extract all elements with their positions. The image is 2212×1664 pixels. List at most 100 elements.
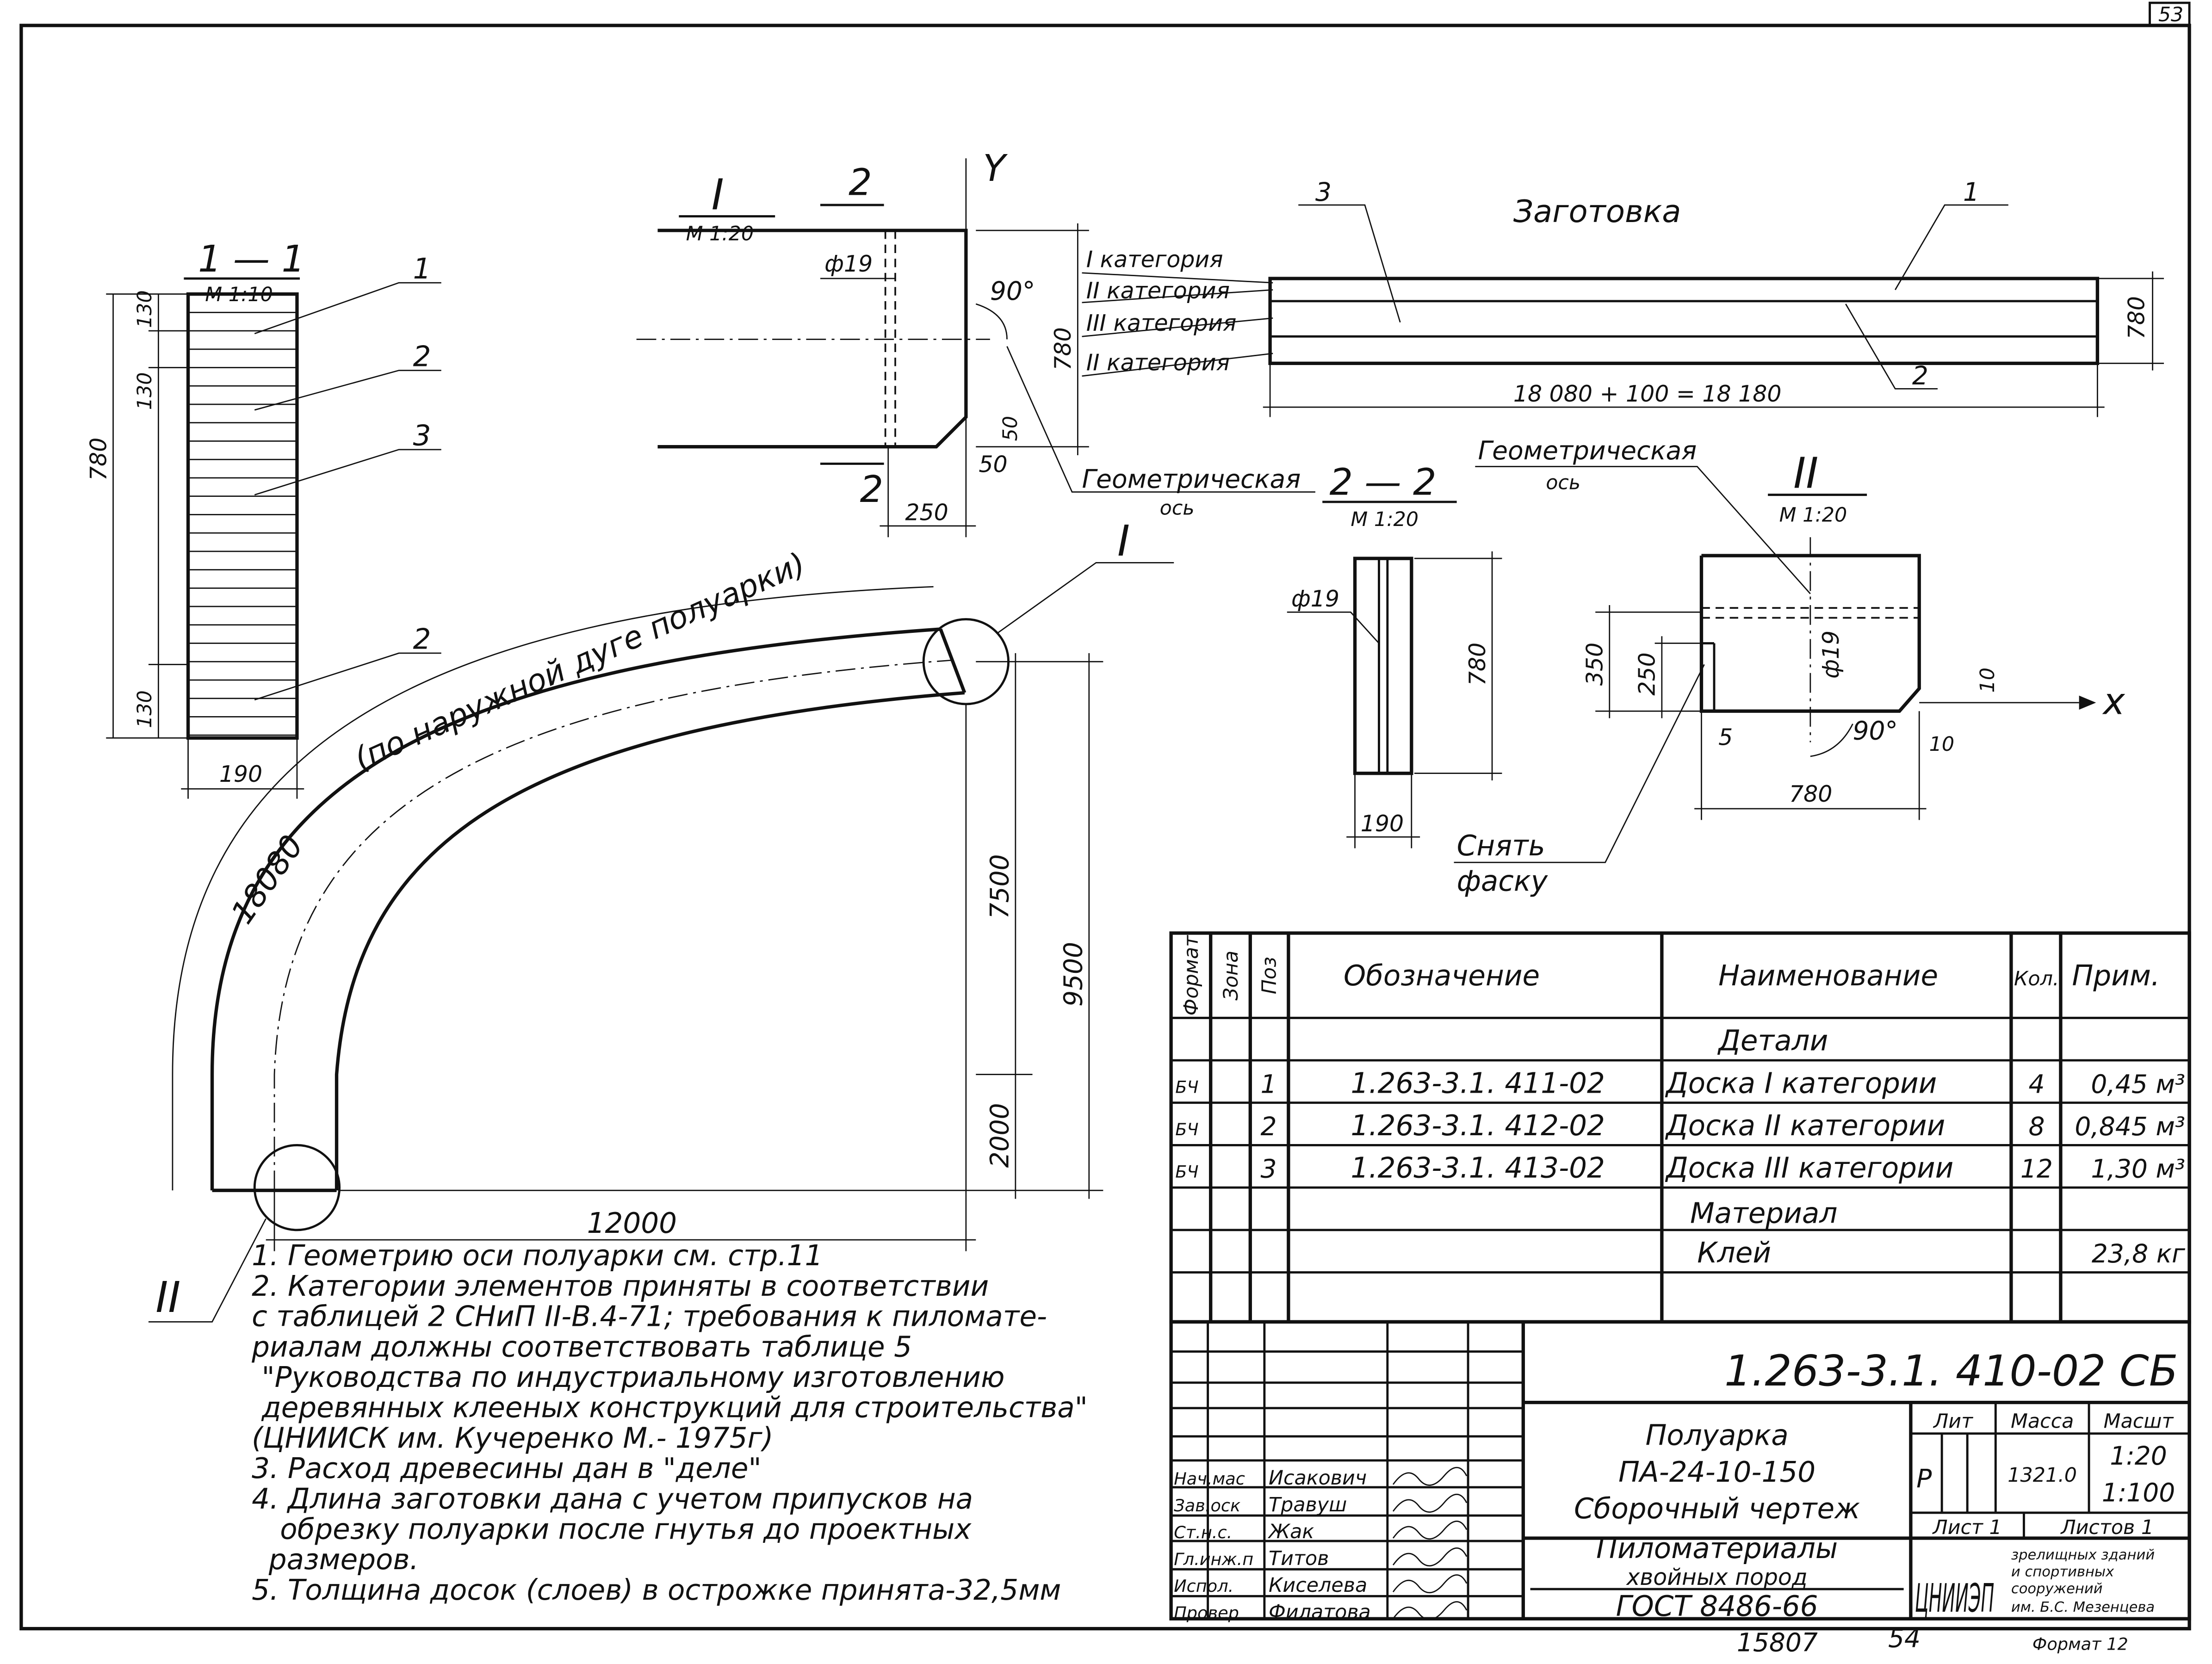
row-designation: 1.263-3.1. 412-02: [1351, 1109, 1605, 1142]
section-material: Материал: [1690, 1197, 1837, 1230]
dim-5: 5: [1718, 724, 1733, 751]
geom-axis-label-2b: ось: [1546, 471, 1580, 494]
staff-role: Нач.мас: [1174, 1469, 1245, 1489]
scale-label: Масшт: [2104, 1410, 2174, 1433]
drawing-frame: [19, 24, 2191, 1631]
category-3: III категория: [1086, 310, 1237, 336]
scale-2: 1:100: [2102, 1478, 2175, 1508]
dim-9500: 9500: [1059, 942, 1088, 1007]
row-qty: 4: [2028, 1069, 2045, 1099]
staff-name: Киселева: [1269, 1574, 1367, 1597]
row-pos: 1: [1261, 1069, 1277, 1099]
note-line: 2. Категории элементов приняты в соответ…: [252, 1270, 989, 1303]
dim-chamfer-h: 50: [979, 452, 1007, 478]
geom-axis-label-1b: ось: [1160, 496, 1195, 520]
row-name: Доска I категории: [1665, 1067, 1937, 1100]
dim-layer-bottom: 130: [133, 690, 156, 728]
callout-I: I: [1117, 516, 1130, 566]
drawing-name-3: Сборочный чертеж: [1574, 1492, 1860, 1525]
note-line: 4. Длина заготовки дана с учетом припуск…: [252, 1483, 973, 1516]
header-1: Зона: [1220, 951, 1243, 1001]
dim-layer-second: 130: [133, 372, 156, 410]
geom-axis-label-1: Геометрическая: [1082, 464, 1301, 494]
header-note: Прим.: [2072, 959, 2160, 992]
leader-2: 2: [1912, 361, 1928, 390]
geom-axis-label-2: Геометрическая: [1478, 436, 1697, 465]
arch-axis: [273, 659, 952, 1191]
row-note: 0,845 м³: [2075, 1112, 2185, 1141]
material-3: ГОСТ 8486-66: [1616, 1590, 1818, 1623]
material-1: Пиломатериалы: [1596, 1532, 1838, 1565]
page-number: 54: [1888, 1623, 1921, 1653]
title-block: 1.263-3.1. 410-02 СБПолуаркаПА-24-10-150…: [1169, 1320, 2191, 1624]
dim-7500: 7500: [985, 854, 1015, 919]
sheet-number-box: [2149, 1, 2191, 27]
note-line: обрезку полуарки после гнутья до проектн…: [280, 1513, 972, 1546]
section-details: Детали: [1717, 1025, 1828, 1058]
angle: 90°: [990, 276, 1035, 306]
material-2: хвойных пород: [1626, 1564, 1808, 1590]
chamfer-note: Снять: [1457, 829, 1545, 862]
format-label: Формат 12: [2032, 1634, 2128, 1654]
staff-name: Жак: [1267, 1520, 1314, 1543]
dim-width: 780: [1789, 781, 1832, 807]
chamfer-note-2: фаску: [1457, 865, 1548, 897]
staff-role: Зав.оск: [1174, 1496, 1240, 1516]
section-2-2: 2 — 2 М 1:20 ф19 780 190: [1287, 461, 1502, 848]
board-layers: [188, 312, 297, 736]
axis-x: x: [2102, 680, 2125, 723]
note-line: размеров.: [268, 1543, 419, 1576]
row-pos: 2: [1261, 1112, 1277, 1141]
row-qty: 8: [2028, 1112, 2045, 1141]
section-title: 2 — 2: [1329, 461, 1436, 504]
row-pos: 3: [1261, 1154, 1277, 1184]
section-title: 1 — 1: [198, 237, 305, 280]
signature: [1392, 1494, 1468, 1513]
staff-name: Травуш: [1269, 1493, 1347, 1516]
section-scale: М 1:20: [1351, 508, 1419, 531]
sheets-label: Листов 1: [2060, 1516, 2154, 1539]
hole-dia: ф19: [1291, 586, 1339, 612]
staff-name: Филатова: [1269, 1601, 1371, 1624]
hole-dia: ф19: [1818, 631, 1844, 679]
view-title: II: [1793, 448, 1818, 498]
view-scale: М 1:20: [686, 223, 754, 246]
lit-label: Лит: [1933, 1410, 1973, 1433]
header-designation: Обозначение: [1344, 959, 1540, 992]
row-qty: 12: [2020, 1154, 2053, 1184]
staff-name: Исакович: [1269, 1466, 1367, 1490]
arch-inner-edge: [335, 691, 965, 1191]
category-2: II категория: [1086, 278, 1230, 304]
blank-title: Заготовка: [1513, 193, 1681, 229]
row-designation: 1.263-3.1. 413-02: [1351, 1152, 1605, 1185]
view-title: I: [712, 170, 724, 219]
leader-3: 3: [413, 420, 431, 452]
dim-height: 780: [1050, 327, 1076, 370]
note-line: с таблицей 2 СНиП II-В.4-71; требования …: [252, 1300, 1047, 1333]
signature: [1392, 1521, 1468, 1540]
header-0: Формат: [1180, 935, 1203, 1016]
row-note: 1,30 м³: [2091, 1154, 2185, 1184]
category-1: I категория: [1086, 247, 1223, 273]
header-name: Наименование: [1718, 959, 1938, 992]
axis-y: Y: [983, 147, 1008, 190]
sheet-number: 53: [2158, 3, 2183, 26]
dim-350: 350: [1581, 643, 1608, 686]
row-note: 0,45 м³: [2091, 1069, 2185, 1099]
leader-2: 2: [413, 340, 431, 373]
org-line-3: сооружений: [2011, 1581, 2103, 1597]
cut-top: 2: [849, 161, 872, 204]
drawing-name-2: ПА-24-10-150: [1618, 1456, 1815, 1489]
dim-height: 780: [85, 438, 112, 481]
note-line: (ЦНИИСК им. Кучеренко М.- 1975г): [252, 1422, 773, 1454]
angle: 90°: [1853, 716, 1898, 745]
note-line: 3. Расход древесины дан в "деле": [252, 1452, 761, 1485]
dim-height: 780: [2123, 296, 2150, 339]
dim-height: 780: [1464, 643, 1491, 686]
note-line: деревянных клееных конструкций для строи…: [261, 1392, 1088, 1424]
row-format: БЧ: [1175, 1077, 1198, 1097]
mass-value: 1321.0: [2008, 1464, 2077, 1487]
view-scale: М 1:20: [1779, 504, 1847, 527]
dim-10b: 10: [1929, 733, 1954, 756]
section-1-1: 1 — 1 М 1:10 780 130 130 130 190 1 2 3 2: [85, 237, 441, 799]
